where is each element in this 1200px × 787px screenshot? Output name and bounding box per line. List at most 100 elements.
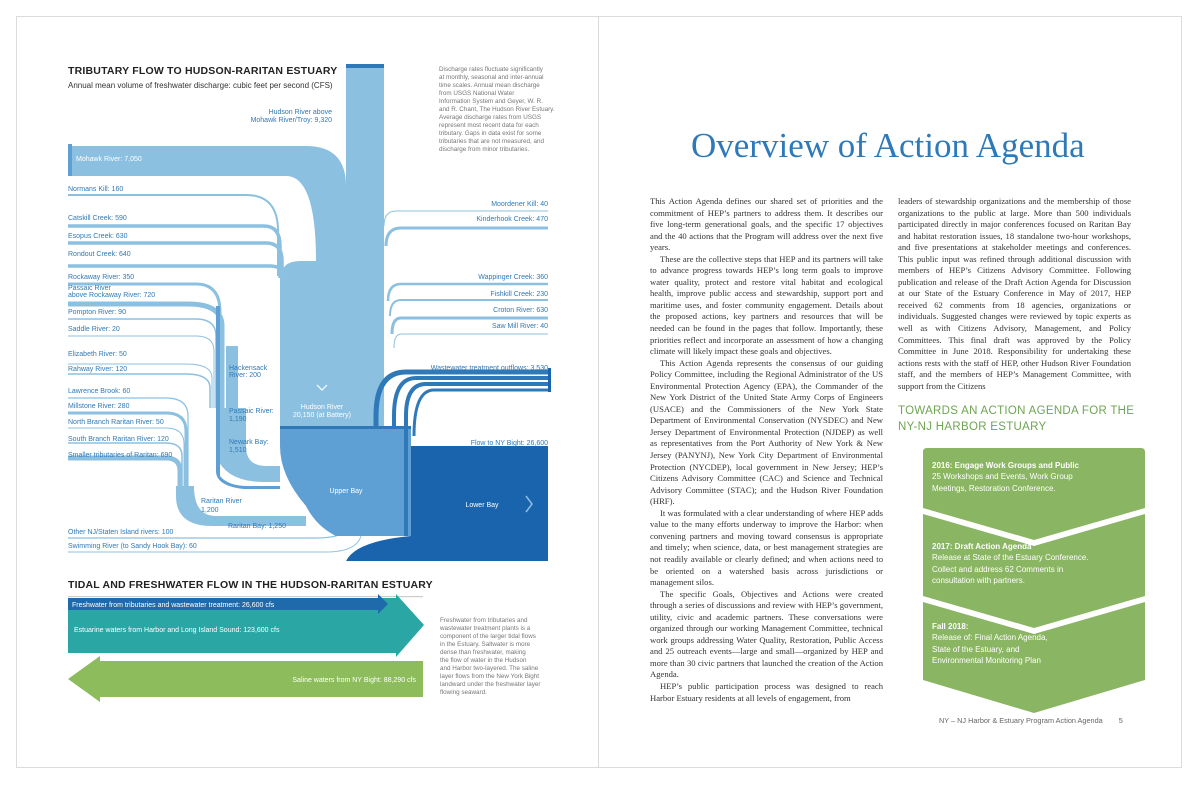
lower-bay-arrow — [525, 495, 533, 513]
svg-text:and R. Chant, The Hudson River: and R. Chant, The Hudson River Estuary. — [439, 106, 555, 113]
svg-text:Hackensack: Hackensack — [229, 365, 268, 372]
svg-text:tributary. Gaps in data exist: tributary. Gaps in data exist for some — [439, 130, 542, 137]
svg-text:Elizabeth River: 50: Elizabeth River: 50 — [68, 351, 127, 358]
svg-text:wastewater treatment plants is: wastewater treatment plants is a — [439, 625, 531, 632]
svg-text:Raritan Bay: 1,250: Raritan Bay: 1,250 — [228, 523, 286, 530]
timeline-step-1 — [923, 448, 1145, 540]
svg-text:South Branch Raritan River: 12: South Branch Raritan River: 120 — [68, 436, 169, 443]
svg-text:Croton River: 630: Croton River: 630 — [493, 307, 548, 314]
timeline-step-3 — [923, 602, 1145, 713]
svg-text:Wastewater treatment outflows:: Wastewater treatment outflows: 3,530 — [431, 365, 548, 372]
svg-text:Millstone River: 280: Millstone River: 280 — [68, 403, 130, 410]
timeline-item-2017: 2017: Draft Action Agenda Release at Sta… — [932, 542, 1089, 586]
right-page: Overview of Action Agenda This Action Ag… — [599, 16, 1182, 768]
svg-text:20,150 (at Battery): 20,150 (at Battery) — [293, 412, 351, 419]
paragraph: HEP’s public participation process was d… — [650, 680, 883, 703]
timeline-step-2 — [923, 514, 1145, 628]
svg-text:Fishkill Creek: 230: Fishkill Creek: 230 — [490, 291, 548, 298]
svg-text:Passaic River:: Passaic River: — [229, 408, 274, 415]
hudson-upper-trunk — [280, 64, 384, 426]
text-column-2: leaders of stewardship organizations and… — [898, 196, 1131, 392]
svg-text:1,190: 1,190 — [229, 416, 247, 423]
svg-text:Flow to NY Bight: 26,600: Flow to NY Bight: 26,600 — [471, 440, 548, 447]
paragraph: This Action Agenda represents the consen… — [650, 357, 883, 507]
infographic-title: TRIBUTARY FLOW TO HUDSON-RARITAN ESTUARY — [68, 65, 338, 77]
paragraph: The specific Goals, Objectives and Actio… — [650, 588, 883, 680]
svg-text:Freshwater from tributaries an: Freshwater from tributaries and — [440, 617, 528, 624]
tidal-note: Freshwater from tributaries and wastewat… — [439, 617, 540, 696]
svg-text:landward under the freshwater: landward under the freshwater layer — [440, 681, 540, 688]
svg-text:dense than freshwater, making: dense than freshwater, making — [440, 649, 526, 656]
svg-text:1,200: 1,200 — [201, 507, 219, 514]
left-page: TRIBUTARY FLOW TO HUDSON-RARITAN ESTUARY… — [16, 16, 598, 768]
svg-text:1,510: 1,510 — [229, 447, 247, 454]
svg-text:Average discharge rates from U: Average discharge rates from USGS — [439, 114, 541, 121]
tidal-title: TIDAL AND FRESHWATER FLOW IN THE HUDSON-… — [68, 579, 433, 591]
raritan-system — [68, 397, 189, 486]
svg-text:Mohawk River/Troy: 9,320: Mohawk River/Troy: 9,320 — [251, 117, 333, 124]
discharge-note: Discharge rates fluctuate significantly … — [439, 66, 555, 153]
svg-text:at monthly, seasonal and inter: at monthly, seasonal and inter-annual — [439, 74, 544, 81]
saline-arrow — [68, 656, 423, 702]
svg-text:Saw Mill River: 40: Saw Mill River: 40 — [492, 323, 548, 330]
svg-text:Passaic River: Passaic River — [68, 285, 111, 292]
raritan-river — [176, 486, 306, 526]
svg-text:Hudson River above: Hudson River above — [269, 109, 333, 116]
paragraph: This Action Agenda defines our shared se… — [650, 196, 883, 253]
svg-text:Smaller tributaries of Raritan: Smaller tributaries of Raritan: 690 — [68, 452, 172, 459]
hudson-source-cap — [346, 64, 384, 68]
svg-text:above Rockaway River: 720: above Rockaway River: 720 — [68, 292, 155, 299]
svg-text:River: 200: River: 200 — [229, 372, 261, 379]
wastewater-flows — [373, 369, 548, 536]
svg-text:Rahway River: 120: Rahway River: 120 — [68, 366, 127, 373]
svg-text:Discharge rates fluctuate sign: Discharge rates fluctuate significantly — [439, 66, 544, 73]
svg-text:in the Estuary. Saltwater is m: in the Estuary. Saltwater is more — [440, 641, 531, 648]
freshwater-arrow — [68, 594, 388, 614]
svg-text:and Harbor two-layered. The sa: and Harbor two-layered. The saline — [440, 665, 539, 672]
svg-text:Kinderhook Creek: 470: Kinderhook Creek: 470 — [476, 216, 548, 223]
page-footer: NY – NJ Harbor & Estuary Program Action … — [939, 716, 1123, 725]
svg-text:Normans Kill: 160: Normans Kill: 160 — [68, 186, 123, 193]
page-gutter — [598, 16, 599, 768]
svg-text:tributaries that are not measu: tributaries that are not measured, and — [439, 138, 545, 145]
svg-text:Saline waters from NY Bight: 8: Saline waters from NY Bight: 88,290 cfs — [292, 677, 416, 684]
paragraph: These are the collective steps that HEP … — [650, 253, 883, 357]
svg-text:Saddle River: 20: Saddle River: 20 — [68, 326, 120, 333]
flow-infographic: TRIBUTARY FLOW TO HUDSON-RARITAN ESTUARY… — [68, 64, 555, 702]
svg-text:Wappinger Creek: 360: Wappinger Creek: 360 — [478, 274, 548, 281]
upper-bay — [280, 426, 411, 536]
svg-text:Catskill Creek: 590: Catskill Creek: 590 — [68, 215, 127, 222]
svg-text:Mohawk River: 7,050: Mohawk River: 7,050 — [76, 156, 142, 163]
mohawk-edge — [68, 144, 72, 176]
svg-text:Hudson River: Hudson River — [301, 404, 344, 411]
swimming-river — [68, 535, 362, 553]
text-column-1: This Action Agenda defines our shared se… — [650, 196, 883, 704]
svg-text:discharge from minor tributari: discharge from minor tributaries. — [439, 146, 530, 153]
passaic-to-newark — [216, 408, 280, 482]
svg-text:from USGS National Water: from USGS National Water — [439, 90, 514, 97]
svg-text:Lower Bay: Lower Bay — [465, 502, 499, 509]
svg-text:Information System and Geyer,: Information System and Geyer, W. R. — [439, 98, 543, 105]
svg-text:Moordener Kill: 40: Moordener Kill: 40 — [491, 201, 548, 208]
svg-text:flowing seaward.: flowing seaward. — [440, 689, 487, 696]
timeline-heading: TOWARDS AN ACTION AGENDA FOR THE NY-NJ H… — [898, 405, 1135, 433]
east-tributaries — [383, 210, 548, 349]
svg-text:Lawrence Brook: 60: Lawrence Brook: 60 — [68, 388, 130, 395]
svg-text:time scales. Annual mean disch: time scales. Annual mean discharge — [439, 82, 540, 89]
svg-text:Upper Bay: Upper Bay — [329, 488, 363, 495]
svg-text:Estuarine waters from Harbor a: Estuarine waters from Harbor and Long Is… — [74, 627, 280, 634]
svg-text:Other NJ/Staten Island rivers:: Other NJ/Staten Island rivers: 100 — [68, 529, 174, 536]
svg-text:layer flows from the New York: layer flows from the New York Bight — [440, 673, 539, 680]
svg-text:Esopus Creek: 630: Esopus Creek: 630 — [68, 233, 128, 240]
svg-text:Raritan River: Raritan River — [201, 498, 243, 505]
hackensack-river — [226, 346, 238, 408]
svg-text:Freshwater from tributaries an: Freshwater from tributaries and wastewat… — [72, 602, 275, 609]
paragraph: It was formulated with a clear understan… — [650, 507, 883, 588]
timeline-item-2018: Fall 2018: Release of: Final Action Agen… — [932, 622, 1048, 666]
infographic-subtitle: Annual mean volume of freshwater dischar… — [68, 81, 333, 90]
west-tributaries — [68, 194, 286, 284]
page-title: Overview of Action Agenda — [691, 126, 1085, 165]
battery-line — [280, 426, 411, 429]
svg-text:the flow of water in the Hudso: the flow of water in the Hudson — [440, 657, 527, 664]
footer-text: NY – NJ Harbor & Estuary Program Action … — [939, 716, 1103, 725]
